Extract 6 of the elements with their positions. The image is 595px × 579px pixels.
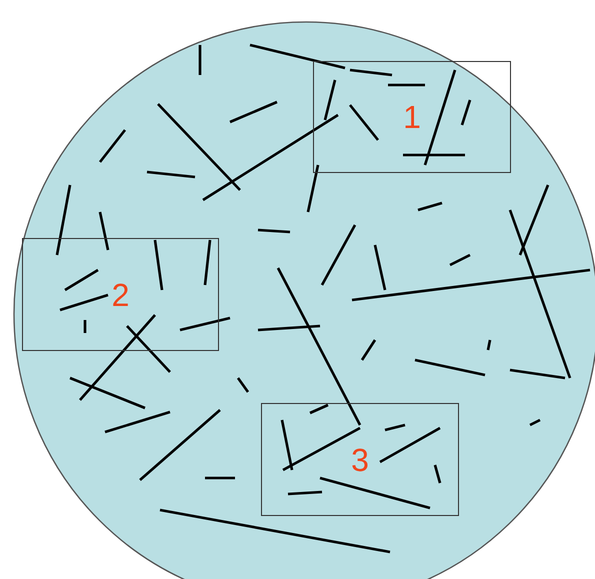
- frame-number: 3: [351, 444, 369, 476]
- frame-number: 2: [112, 278, 130, 310]
- inspection-frame: [313, 61, 511, 173]
- inspection-frame: [261, 403, 459, 516]
- frame-number: 1: [403, 101, 421, 133]
- inspection-frame: [22, 238, 219, 351]
